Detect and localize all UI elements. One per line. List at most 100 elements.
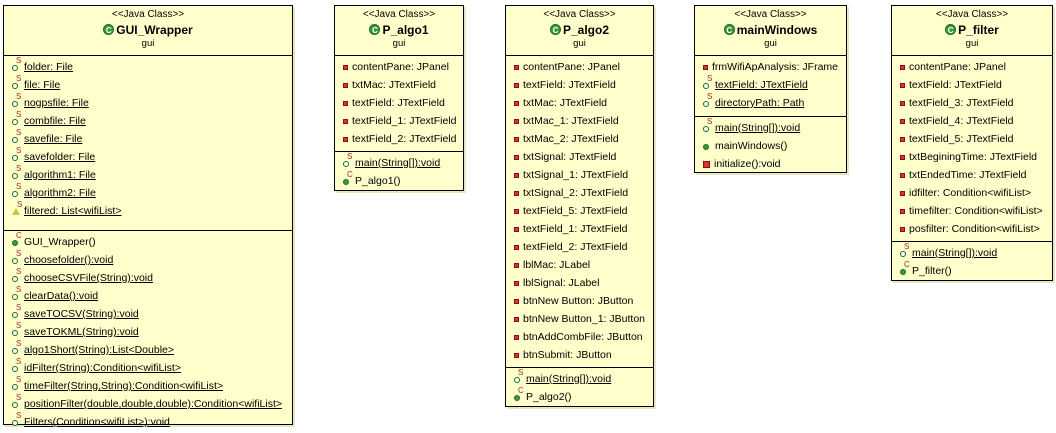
field-row[interactable]: frmWifiApAnalysis: JFrame	[695, 58, 846, 76]
private-member-icon	[900, 64, 905, 70]
field-row[interactable]: txtMac_2: JTextField	[506, 130, 653, 148]
field-row[interactable]: txtMac: JTextField	[335, 76, 463, 94]
field-row[interactable]: idfilter: Condition<wifiList>	[892, 184, 1052, 202]
field-text: txtMac: JTextField	[352, 79, 437, 91]
field-row[interactable]: contentPane: JPanel	[506, 58, 653, 76]
field-row[interactable]: textField_1: JTextField	[335, 112, 463, 130]
field-row[interactable]: textField_3: JTextField	[892, 94, 1052, 112]
method-text: mainWindows()	[715, 140, 788, 152]
class-name: P_filter	[958, 22, 999, 37]
package-label: gui	[573, 38, 586, 49]
field-row[interactable]: textField_1: JTextField	[506, 220, 653, 238]
field-row[interactable]: textField_5: JTextField	[506, 202, 653, 220]
field-text: textField_5: JTextField	[909, 133, 1014, 145]
class-icon: C	[723, 24, 735, 35]
field-row[interactable]: contentPane: JPanel	[892, 58, 1052, 76]
field-row[interactable]: txtBeginingTime: JTextField	[892, 148, 1052, 166]
method-row[interactable]: mainWindows()	[695, 137, 846, 155]
field-text: frmWifiApAnalysis: JFrame	[712, 61, 839, 73]
field-row[interactable]: btnNew Button_1: JButton	[506, 310, 653, 328]
field-row[interactable]: txtSignal_2: JTextField	[506, 184, 653, 202]
field-row[interactable]: textField: JTextField	[506, 76, 653, 94]
field-row[interactable]: contentPane: JPanel	[335, 58, 463, 76]
public-static-icon: S	[514, 369, 523, 383]
private-member-icon	[514, 64, 519, 70]
field-text: txtBeginingTime: JTextField	[909, 151, 1037, 163]
public-static-icon: S	[12, 322, 21, 336]
field-row[interactable]: textField_4: JTextField	[892, 112, 1052, 130]
field-text: file: File	[24, 79, 61, 91]
field-row[interactable]: textField_2: JTextField	[506, 238, 653, 256]
public-static-icon: S	[12, 111, 21, 125]
field-row[interactable]: textField_2: JTextField	[335, 130, 463, 148]
private-member-icon	[900, 208, 905, 214]
field-row[interactable]: textField_5: JTextField	[892, 130, 1052, 148]
class-name: P_algo2	[562, 22, 610, 37]
public-static-icon: S	[12, 147, 21, 161]
field-row[interactable]: btnAddCombFile: JButton	[506, 328, 653, 346]
field-text: textField: JTextField	[715, 79, 808, 91]
field-row[interactable]: timefilter: Condition<wifiList>	[892, 202, 1052, 220]
private-member-icon	[343, 64, 348, 70]
private-member-icon	[900, 154, 905, 160]
field-row[interactable]: txtMac_1: JTextField	[506, 112, 653, 130]
private-member-icon	[900, 226, 905, 232]
field-row[interactable]: lblSignal: JLabel	[506, 274, 653, 292]
class-name: P_algo1	[382, 22, 429, 37]
private-member-icon	[343, 82, 348, 88]
public-static-icon: S	[12, 304, 21, 318]
field-text: posfilter: Condition<wifiList>	[909, 223, 1040, 235]
stereotype-label: <<Java Class>>	[362, 9, 436, 20]
field-row[interactable]: btnSubmit: JButton	[506, 346, 653, 364]
private-member-icon	[514, 118, 519, 124]
field-row[interactable]: txtEndedTime: JTextField	[892, 166, 1052, 184]
field-row[interactable]: lblMac: JLabel	[506, 256, 653, 274]
field-row[interactable]: textField: JTextField	[335, 94, 463, 112]
private-member-icon	[514, 136, 519, 142]
class-name: GUI_Wrapper	[116, 22, 193, 37]
constructor-icon: C	[343, 171, 353, 185]
field-row[interactable]: textField: JTextField	[892, 76, 1052, 94]
field-row[interactable]: btnNew Button: JButton	[506, 292, 653, 310]
method-row[interactable]: initialize():void	[695, 155, 846, 173]
field-row[interactable]: txtSignal: JTextField	[506, 148, 653, 166]
field-row[interactable]: txtSignal_1: JTextField	[506, 166, 653, 184]
field-row[interactable]: posfilter: Condition<wifiList>	[892, 220, 1052, 238]
field-row[interactable]: txtMac: JTextField	[506, 94, 653, 112]
